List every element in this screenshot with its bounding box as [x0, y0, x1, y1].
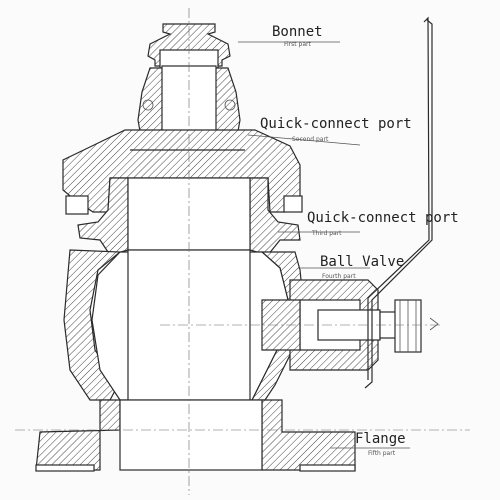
quick-connect-port-sublabel-1: Second part [292, 136, 329, 143]
quick-connect-port-label-2: Quick-connect port [307, 210, 459, 226]
flange-part [35, 399, 356, 472]
flange-sublabel: Fifth part [368, 450, 396, 457]
center-lines [15, 8, 470, 495]
handle-lever [364, 16, 433, 389]
bonnet-sublabel: First part [284, 41, 311, 48]
quick-connect-port-sublabel-2: Third part [311, 230, 342, 237]
leader-lines [238, 41, 439, 449]
flange-label: Flange [355, 431, 406, 447]
quick-connect-port-label-1: Quick-connect port [260, 116, 412, 132]
ball-valve-sublabel: Fourth part [322, 273, 356, 280]
bonnet-label: Bonnet [272, 24, 323, 40]
ball-valve-label: Ball Valve [320, 254, 404, 270]
second-part-housing [62, 129, 303, 215]
